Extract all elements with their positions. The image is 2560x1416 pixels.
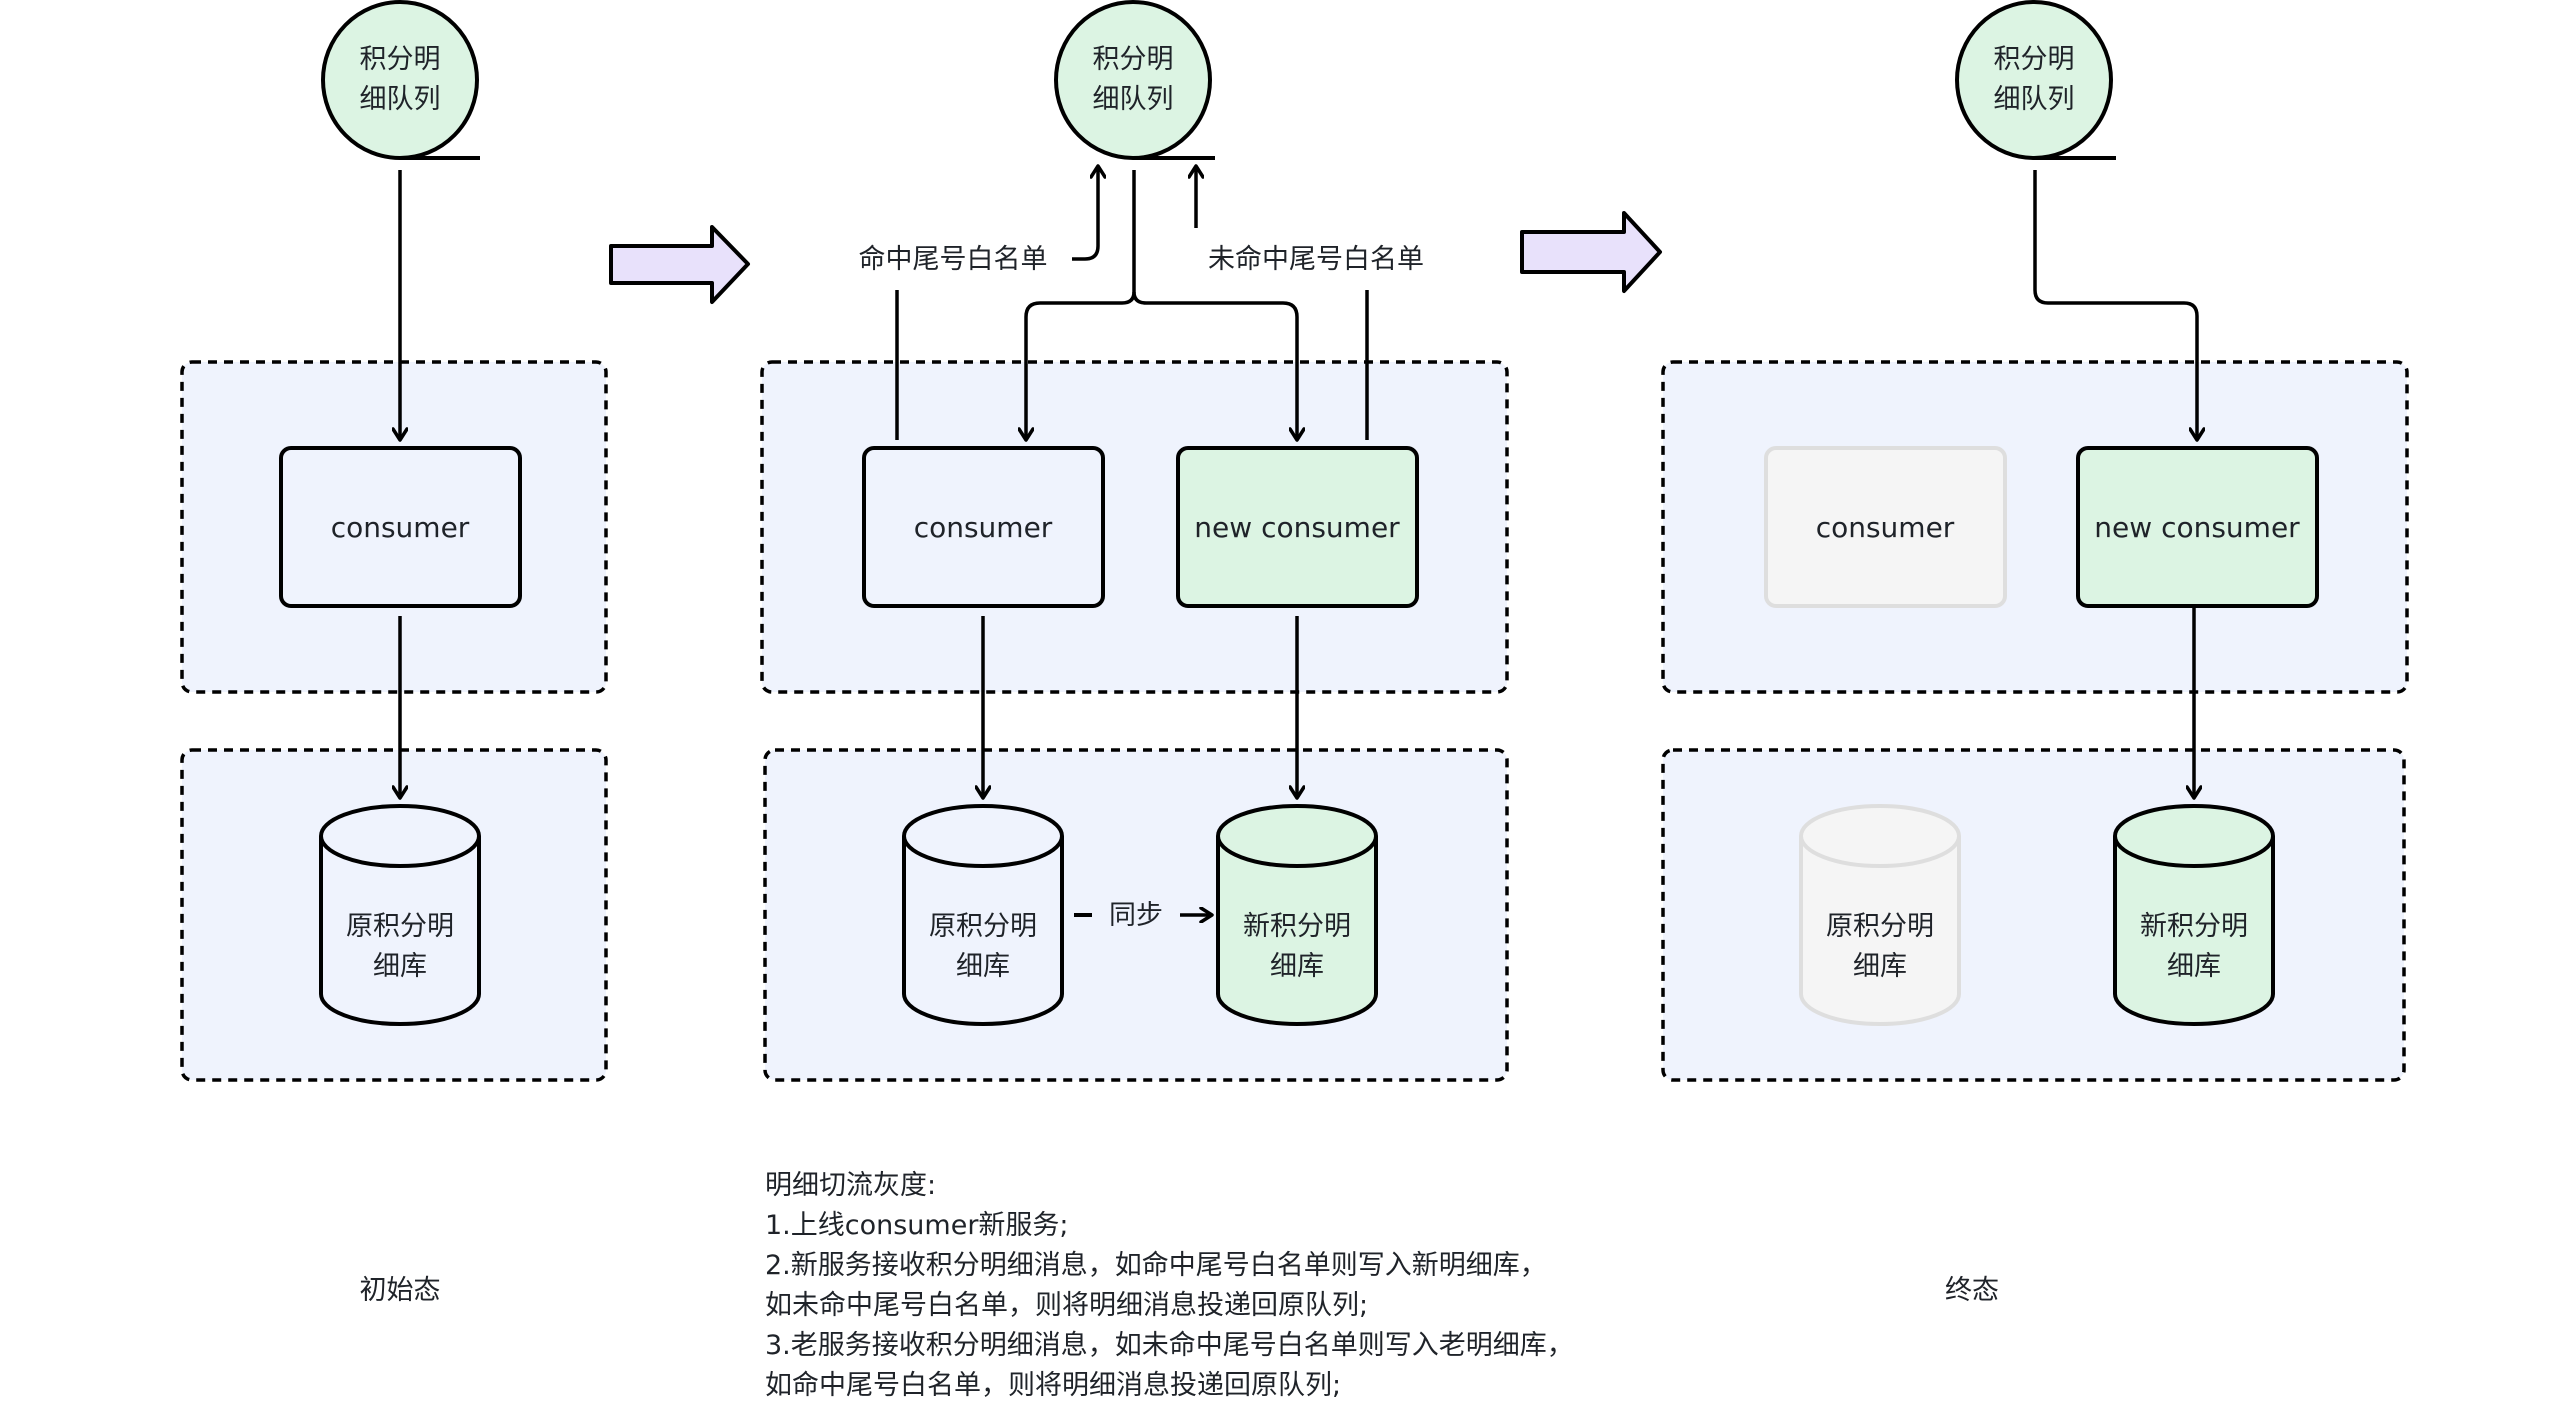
- service-panel: [760, 360, 1509, 694]
- sync-label: 同步: [1109, 900, 1163, 931]
- new-consumer-label: new consumer: [1194, 511, 1400, 544]
- db-label-line1: 原积分明: [929, 911, 1037, 942]
- stage-gray-rollout: 积分明 细队列 命中尾号白名单 未命中尾号白名单 consumer new co…: [760, 0, 1509, 1082]
- transition-arrow-icon: [609, 225, 750, 304]
- notes-line: 3.老服务接收积分明细消息，如未命中尾号白名单则写入老明细库，: [765, 1330, 1574, 1361]
- notes-line: 如未命中尾号白名单，则将明细消息投递回原队列;: [765, 1290, 1369, 1321]
- new-consumer-node[interactable]: new consumer: [2076, 446, 2319, 608]
- db-label-line2: 细库: [1853, 951, 1907, 982]
- queue-label-line2: 细队列: [1994, 84, 2075, 115]
- old-consumer-node[interactable]: consumer: [862, 446, 1105, 608]
- deprecated-consumer-node[interactable]: consumer: [1764, 446, 2007, 608]
- transition-arrow-icon: [1520, 211, 1662, 293]
- db-label-line1: 原积分明: [346, 911, 454, 942]
- queue-node[interactable]: 积分明 细队列: [1054, 0, 1215, 160]
- notes-line: 1.上线consumer新服务;: [765, 1210, 1069, 1241]
- consumer-label: consumer: [1816, 511, 1955, 544]
- stage-caption: 初始态: [360, 1275, 441, 1306]
- queue-label-line1: 积分明: [1093, 44, 1174, 75]
- stage-initial: 积分明 细队列 consumer 原积分明 细库 初始态: [180, 0, 608, 1306]
- stage-final: 积分明 细队列 consumer new consumer 原积分明 细库 新积…: [1661, 0, 2409, 1306]
- new-db[interactable]: 新积分明 细库: [1216, 804, 1378, 1026]
- db-label-line2: 细库: [373, 951, 427, 982]
- db-label-line2: 细库: [2167, 951, 2221, 982]
- queue-to-new-consumer-arrow: [1132, 291, 1297, 440]
- stage-caption: 终态: [1945, 1275, 1999, 1306]
- consumer-label: consumer: [914, 511, 1053, 544]
- rollout-notes: 明细切流灰度: 1.上线consumer新服务; 2.新服务接收积分明细消息，如…: [765, 1166, 1574, 1406]
- deprecated-original-db[interactable]: 原积分明 细库: [1799, 804, 1961, 1026]
- db-label-line2: 细库: [1270, 951, 1324, 982]
- notes-line: 2.新服务接收积分明细消息，如命中尾号白名单则写入新明细库，: [765, 1250, 1547, 1281]
- db-label-line1: 新积分明: [1243, 911, 1351, 942]
- queue-node[interactable]: 积分明 细队列: [321, 0, 480, 160]
- queue-label-line2: 细队列: [360, 84, 441, 115]
- original-db[interactable]: 原积分明 细库: [319, 804, 481, 1026]
- queue-label-line1: 积分明: [360, 44, 441, 75]
- original-db[interactable]: 原积分明 细库: [902, 804, 1064, 1026]
- queue-node[interactable]: 积分明 细队列: [1955, 0, 2116, 160]
- sync-connector: 同步: [1074, 900, 1212, 931]
- queue-label-line2: 细队列: [1093, 84, 1174, 115]
- notes-title: 明细切流灰度:: [765, 1170, 937, 1201]
- consumer-node[interactable]: consumer: [279, 446, 522, 608]
- db-label-line1: 新积分明: [2140, 911, 2248, 942]
- new-consumer-node[interactable]: new consumer: [1176, 446, 1419, 608]
- queue-to-new-consumer-arrow: [2033, 170, 2197, 440]
- queue-label-line1: 积分明: [1994, 44, 2075, 75]
- new-db[interactable]: 新积分明 细库: [2113, 804, 2275, 1026]
- hit-whitelist-label: 命中尾号白名单: [859, 244, 1048, 275]
- notes-line: 如命中尾号白名单，则将明细消息投递回原队列;: [765, 1370, 1342, 1401]
- hit-redeliver-arrow: [1072, 166, 1098, 261]
- service-panel: [1661, 360, 2409, 694]
- new-consumer-label: new consumer: [2094, 511, 2300, 544]
- db-label-line1: 原积分明: [1826, 911, 1934, 942]
- db-label-line2: 细库: [956, 951, 1010, 982]
- storage-panel: [1661, 748, 2406, 1082]
- consumer-label: consumer: [331, 511, 470, 544]
- miss-whitelist-label: 未命中尾号白名单: [1208, 244, 1424, 275]
